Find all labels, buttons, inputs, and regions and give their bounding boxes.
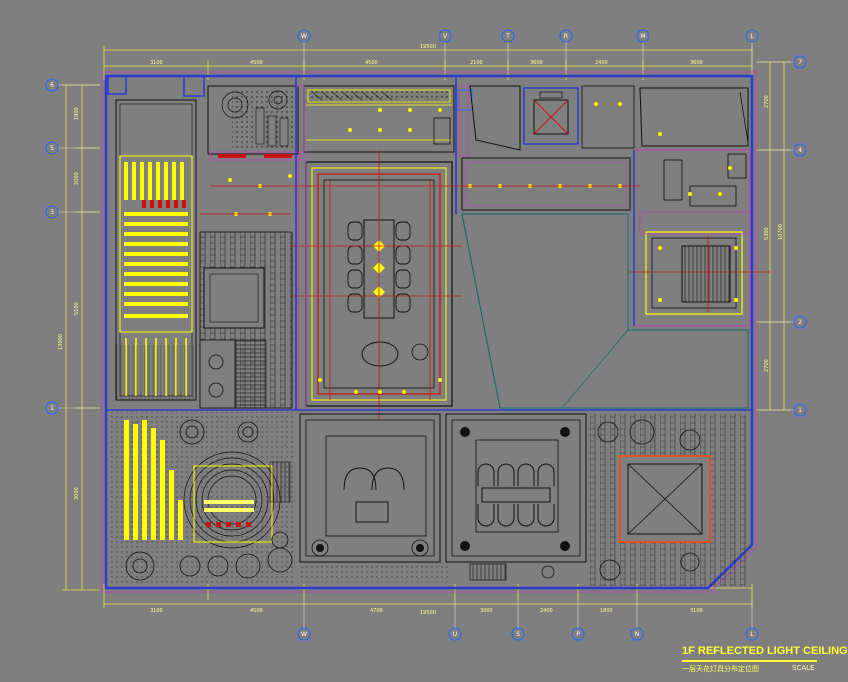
second-dining-room: [445, 413, 587, 563]
garden-trees: [125, 419, 293, 581]
svg-text:10700: 10700: [778, 224, 784, 240]
axis-labels: W V T R M L W U S P N L 6 5 3 1 7 4 2 1: [50, 33, 802, 638]
dining-chairs: [347, 221, 411, 313]
svg-text:1: 1: [798, 407, 802, 414]
svg-text:S: S: [516, 631, 520, 638]
drawing-title: 1F REFLECTED LIGHT CEILING: [682, 645, 848, 657]
svg-text:3: 3: [50, 209, 54, 216]
interior-walls: [106, 76, 752, 411]
svg-text:7: 7: [798, 59, 802, 66]
wine-rack-lights: [124, 162, 188, 318]
garden-yellow-bars: [124, 420, 183, 540]
svg-text:4700: 4700: [370, 608, 383, 614]
svg-text:2000: 2000: [74, 172, 80, 185]
scale-label: SCALE: [792, 664, 815, 672]
svg-text:N: N: [635, 631, 640, 638]
svg-text:3100: 3100: [690, 608, 703, 614]
svg-text:3000: 3000: [74, 487, 80, 500]
bed: [681, 245, 731, 303]
svg-text:W: W: [301, 33, 307, 40]
svg-text:3100: 3100: [150, 60, 163, 66]
elevator: [523, 87, 579, 145]
svg-text:5100: 5100: [74, 302, 80, 315]
svg-text:3000: 3000: [480, 608, 493, 614]
bottom-dim-total: 19500: [420, 610, 436, 616]
service-room: [581, 85, 635, 149]
svg-text:2700: 2700: [764, 95, 770, 108]
svg-text:4500: 4500: [365, 60, 378, 66]
svg-text:4500: 4500: [250, 608, 263, 614]
right-dimension-lines: [756, 61, 790, 411]
left-dimension-lines: [62, 84, 100, 591]
wine-rack-yellow-frame: [119, 155, 193, 333]
svg-text:L: L: [750, 631, 754, 638]
sofa-oval: [361, 341, 399, 367]
svg-text:1800: 1800: [600, 608, 613, 614]
svg-text:3100: 3100: [150, 608, 163, 614]
cad-drawing-canvas: 19500 19500 3100 4500 4500 2100 3600 240…: [45, 29, 807, 641]
corner-room: [639, 87, 749, 147]
svg-text:3600: 3600: [530, 60, 543, 66]
dimension-texts: 19500 19500 3100 4500 4500 2100 3600 240…: [58, 44, 784, 616]
garden-room: [207, 85, 299, 155]
hallway: [461, 157, 631, 211]
svg-text:6: 6: [50, 82, 54, 89]
svg-text:1: 1: [50, 405, 54, 412]
svg-text:T: T: [505, 33, 510, 40]
svg-text:U: U: [453, 631, 457, 638]
svg-text:L: L: [750, 33, 754, 40]
svg-text:3600: 3600: [690, 60, 703, 66]
svg-text:13000: 13000: [58, 334, 64, 350]
svg-text:5300: 5300: [764, 227, 770, 240]
svg-text:M: M: [640, 33, 645, 40]
svg-text:P: P: [576, 631, 580, 638]
title-underline: [682, 660, 817, 662]
svg-text:W: W: [301, 631, 307, 638]
utility-room: [469, 85, 521, 151]
svg-text:5: 5: [50, 145, 54, 152]
svg-text:V: V: [443, 33, 448, 40]
svg-text:2100: 2100: [470, 60, 483, 66]
svg-text:4500: 4500: [250, 60, 263, 66]
drawing-subtitle: 一层天花灯具分布定位图: [682, 665, 759, 673]
svg-text:2700: 2700: [764, 359, 770, 372]
svg-text:4: 4: [798, 147, 802, 154]
axis-leader-lines: [58, 42, 794, 628]
svg-text:2400: 2400: [540, 608, 553, 614]
svg-text:1900: 1900: [74, 107, 80, 120]
atrium-void: [461, 213, 749, 409]
svg-text:2400: 2400: [595, 60, 608, 66]
svg-text:R: R: [564, 33, 568, 40]
top-dim-total: 19500: [420, 44, 436, 50]
svg-text:2: 2: [798, 319, 802, 326]
plant-icons-top: [221, 90, 288, 119]
